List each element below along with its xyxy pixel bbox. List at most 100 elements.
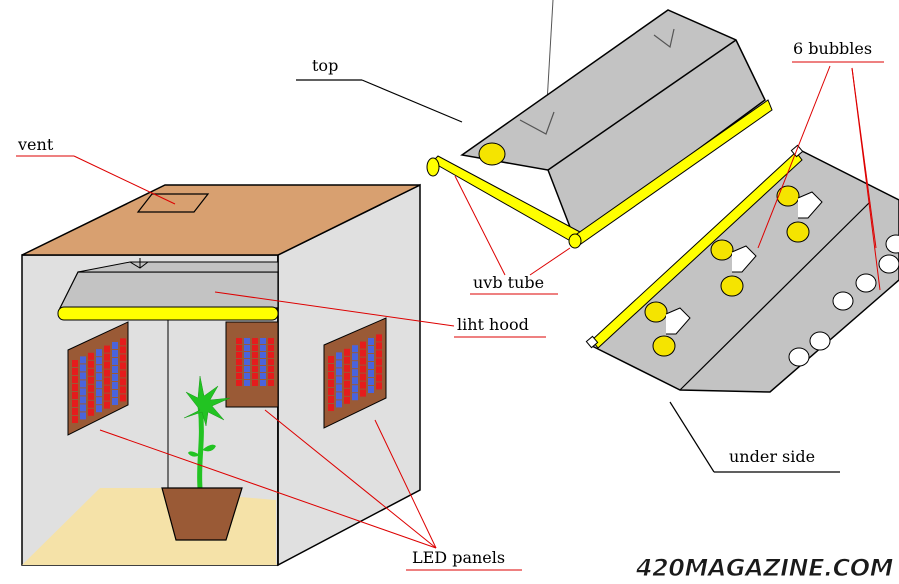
plant [183,375,231,489]
led-cell [96,349,102,357]
led-cell [120,370,126,378]
led-cell [80,388,86,396]
led-cell [252,380,258,386]
led-cell [376,366,382,374]
led-cell [352,393,358,401]
hood-underside-view [585,144,899,393]
led-panel-right [323,317,387,429]
led-cell [88,392,94,400]
underside-fold [679,201,871,391]
bulb [652,335,676,357]
led-cell [120,386,126,394]
led-cell [360,389,366,397]
led-cell [88,384,94,392]
bulb [776,185,800,207]
led-cell [268,338,274,344]
uvb-endcap-b [585,335,599,349]
led-cell [352,361,358,369]
label-uvb-tube: uvb tube [473,273,545,292]
led-cell [328,372,334,379]
led-cell [72,400,78,407]
led-cell [120,378,126,386]
led-cell [328,356,334,363]
led-cell [72,384,78,391]
led-cell [96,397,102,405]
box-uvb-tube [57,306,279,321]
led-cell [96,373,102,381]
led-cell [252,338,258,344]
hood-leader [214,291,455,327]
led-cell [344,356,350,364]
led-cell [72,408,78,415]
led-cell [244,373,250,379]
led-cell [360,349,366,357]
led-cell [244,366,250,372]
led-cell [88,360,94,368]
plant-pot [161,487,243,541]
led-cell [260,359,266,365]
bubbles-leader-1 [757,65,831,249]
led-cell [80,404,86,412]
led-cell [368,386,374,393]
led-cell [336,400,342,408]
grow-box [21,183,421,567]
led-cell [352,345,358,353]
vent-ring [788,347,810,367]
bulb-bracket [797,191,823,219]
led-cell [328,388,334,395]
watermark: 420MAGAZINE.COM [635,554,894,583]
led-panel-left [67,321,129,436]
led-cell [120,338,126,346]
under-side-leader [669,401,715,473]
led-cell [252,373,258,379]
led-cell [104,385,110,393]
led-cell [328,396,334,403]
led-cell [88,408,94,416]
led-cell [376,374,382,382]
led-cell [112,390,118,397]
led-cell [112,342,118,349]
uvb-leader-1 [454,175,506,276]
led-cell [328,380,334,387]
led-cell [72,376,78,383]
led-cell [88,368,94,376]
led-cell [368,370,374,377]
led-cell [268,366,274,372]
led-cell [360,373,366,381]
led-cell [344,348,350,356]
led-cell [120,362,126,370]
led-cell [120,346,126,354]
vent-ring [809,331,831,351]
led-cell [260,345,266,351]
led-cell [268,359,274,365]
box-top [21,184,421,256]
led-cell [268,380,274,386]
led-cell [376,334,382,342]
led-cell [244,352,250,358]
led-cell [120,354,126,362]
led-cell [88,376,94,384]
led-cell [72,368,78,375]
led-cell [96,357,102,365]
led-cell [360,365,366,373]
label-vent: vent [18,135,54,154]
label-top: top [312,56,339,75]
uvb-leader-2 [529,247,571,276]
box-hood-hanger [129,258,149,269]
uvb-tube-top [426,155,581,244]
led-cell [360,341,366,349]
led-cell [236,338,242,344]
led-cell [104,345,110,353]
led-cell [344,388,350,396]
led-cell [112,366,118,373]
hood-top-view [426,0,773,249]
led-cell [104,393,110,401]
led-cell [236,359,242,365]
led-cell [336,384,342,392]
black-leaders [296,79,840,473]
led-cell [96,365,102,373]
led-cell [80,372,86,380]
led-cell [360,381,366,389]
led-cell [376,342,382,350]
